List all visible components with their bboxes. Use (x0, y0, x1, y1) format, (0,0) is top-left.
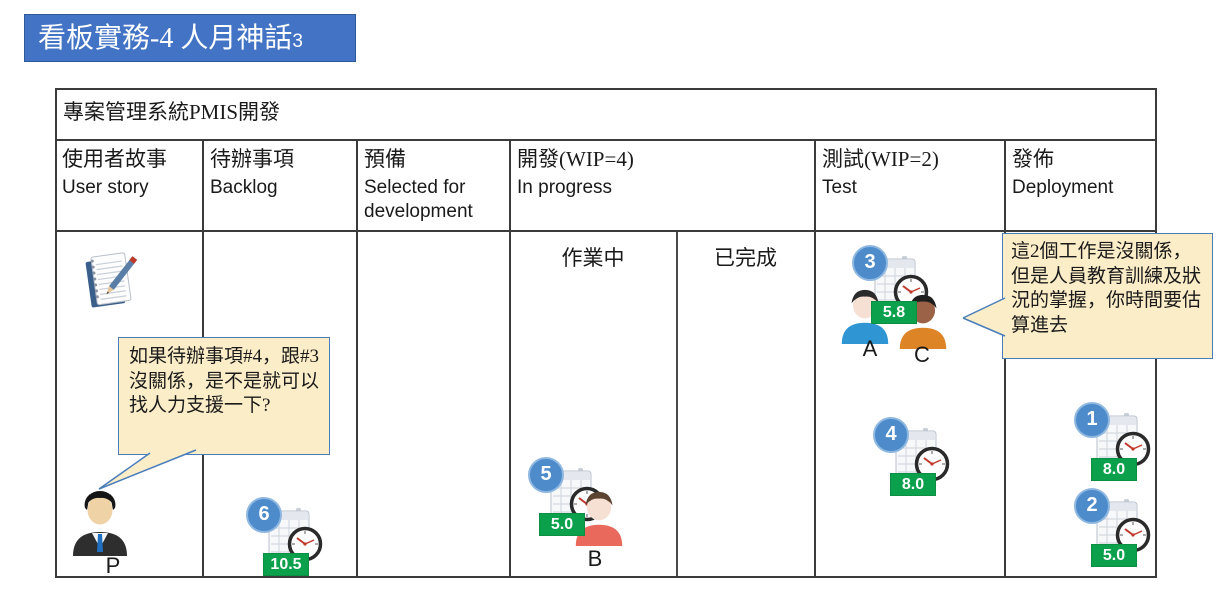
column-header-en: Deployment (1012, 177, 1114, 199)
slide-title-text: 看板實務-4 人月神話 (38, 23, 293, 54)
person-bust-icon-b (575, 491, 623, 546)
person-label-c: C (914, 342, 930, 367)
column-header-en: Test (822, 177, 857, 199)
task-number-badge: 4 (873, 417, 909, 453)
speech-bubble-left-tail (98, 449, 197, 490)
speech-bubble-left: 如果待辦事項#4，跟#3沒關係，是不是就可以找人力支援一下? (118, 337, 330, 455)
column-header-en: User story (62, 177, 149, 199)
column-divider-3 (509, 141, 511, 576)
task-card-4[interactable]: 4 8.0 (873, 417, 959, 505)
column-header-zh: 預備 (364, 147, 406, 171)
task-card-3[interactable]: 3 5.8 (852, 245, 938, 333)
column-header-in-progress: 開發(WIP=4) In progress (517, 146, 737, 200)
column-divider-4 (814, 141, 816, 576)
row-divider-top (57, 139, 1155, 141)
in-progress-sub-divider (676, 232, 678, 576)
subcolumn-header-working: 作業中 (561, 246, 625, 270)
person-label-p: P (105, 553, 121, 578)
task-hours-badge: 5.0 (539, 513, 585, 536)
slide-title-bar: 看板實務-4 人月神話3 (24, 14, 356, 62)
person-bust-icon-a (841, 289, 889, 344)
task-card-5[interactable]: 5 5.0 (528, 457, 614, 545)
column-header-en: Selected for development (364, 177, 473, 222)
notepad-pencil-icon (85, 252, 138, 308)
person-label-b: B (587, 546, 603, 571)
column-header-en: In progress (517, 177, 613, 199)
task-hours-badge: 5.8 (871, 301, 917, 324)
task-card-1[interactable]: 1 8.0 (1074, 402, 1160, 490)
speech-bubble-right: 這2個工作是沒關係，但是人員教育訓練及狀況的掌握，你時間要估算進去 (1002, 233, 1213, 359)
column-header-zh: 使用者故事 (62, 147, 167, 171)
task-number-badge: 5 (528, 457, 564, 493)
task-number-badge: 1 (1074, 402, 1110, 438)
column-header-deployment: 發佈 Deployment (1012, 146, 1152, 200)
task-hours-badge: 10.5 (263, 553, 309, 576)
board-project-title: 專案管理系統PMIS開發 (63, 100, 281, 124)
column-header-test: 測試(WIP=2) Test (822, 146, 998, 200)
column-header-zh: 開發(WIP=4) (517, 147, 634, 171)
column-header-selected: 預備 Selected for development (364, 146, 506, 224)
row-divider-header (57, 230, 1155, 232)
slide-title-suffix: 3 (292, 31, 303, 52)
column-header-zh: 測試(WIP=2) (822, 147, 939, 171)
column-header-user-story: 使用者故事 User story (62, 146, 198, 200)
person-label-a: A (862, 336, 878, 361)
column-header-backlog: 待辦事項 Backlog (210, 146, 352, 200)
person-bust-icon-p (73, 491, 127, 556)
task-hours-badge: 5.0 (1091, 544, 1137, 567)
task-card-2[interactable]: 2 5.0 (1074, 488, 1160, 576)
task-card-6[interactable]: 6 10.5 (246, 497, 332, 585)
task-number-badge: 6 (246, 497, 282, 533)
column-header-en: Backlog (210, 177, 278, 199)
subcolumn-header-done: 已完成 (714, 246, 777, 270)
column-header-zh: 發佈 (1012, 147, 1054, 171)
task-hours-badge: 8.0 (1091, 458, 1137, 481)
speech-bubble-right-tail (962, 297, 1006, 337)
task-number-badge: 2 (1074, 488, 1110, 524)
column-divider-2 (356, 141, 358, 576)
column-header-zh: 待辦事項 (210, 147, 294, 171)
calendar-clock-icon (268, 508, 323, 562)
task-hours-badge: 8.0 (890, 473, 936, 496)
task-number-badge: 3 (852, 245, 888, 281)
